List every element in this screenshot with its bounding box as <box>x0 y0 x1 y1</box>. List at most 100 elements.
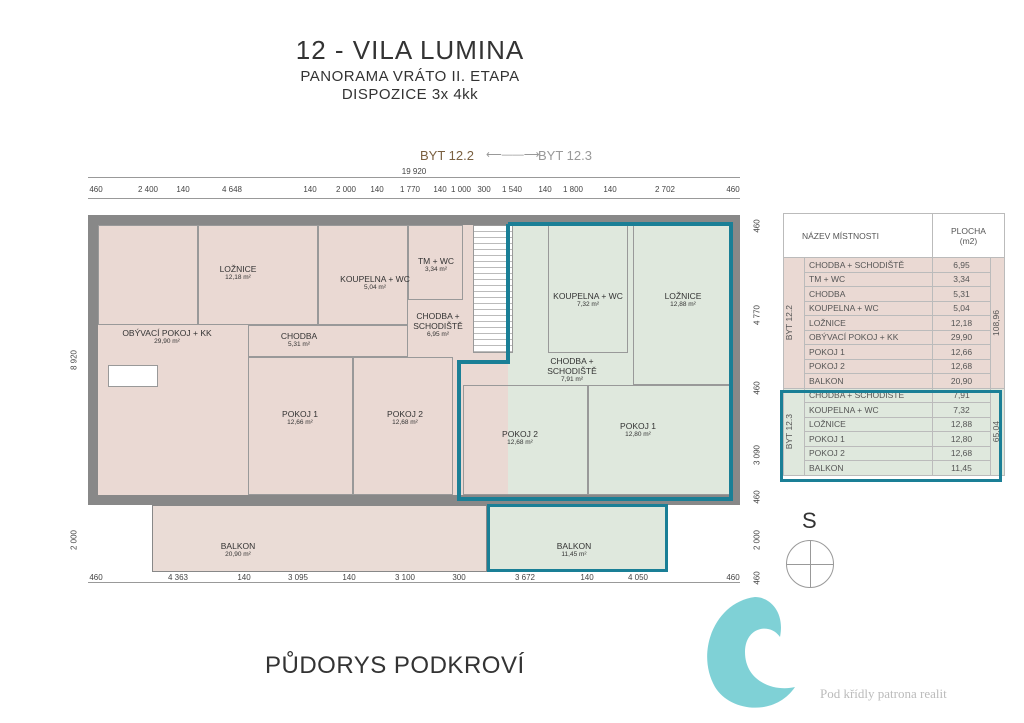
room-area-cell: 12,68 <box>932 445 991 461</box>
room-name-cell: KOUPELNA + WC <box>804 300 933 316</box>
dimension-bottom: 4 363 <box>167 573 189 582</box>
table-header-unit: (m2) <box>959 235 978 246</box>
room-name-cell: POKOJ 1 <box>804 344 933 360</box>
room-area: 12,68 m² <box>392 419 418 427</box>
room-area: 7,32 m² <box>576 301 600 309</box>
room-area: 11,45 m² <box>561 551 587 559</box>
room-area-cell: 5,04 <box>932 300 991 316</box>
layout-label: DISPOZICE 3x 4kk <box>341 86 479 103</box>
room-area: 12,88 m² <box>670 301 696 309</box>
dimension-top: 140 <box>176 185 190 194</box>
dimension-top: 2 702 <box>654 185 676 194</box>
room-area: 12,80 m² <box>625 431 651 439</box>
dimension-bottom: 3 672 <box>514 573 536 582</box>
room-name: POKOJ 1 <box>620 421 656 432</box>
room-name: POKOJ 1 <box>282 409 318 420</box>
room-area-cell: 12,18 <box>932 315 991 331</box>
dimension-bottom: 3 100 <box>394 573 416 582</box>
room-name: CHODBA <box>280 331 318 342</box>
dimension-total: 19 920 <box>401 167 427 176</box>
dimension-bottom: 3 095 <box>287 573 309 582</box>
room-area: 7,91 m² <box>560 376 584 384</box>
room-name-cell: LOŽNICE <box>804 315 933 331</box>
page-subtitle: PANORAMA VRÁTO II. ETAPA <box>300 68 520 85</box>
room-area-cell: 29,90 <box>932 329 991 345</box>
room-area-cell: 3,34 <box>932 271 991 287</box>
table-header-name: NÁZEV MÍSTNOSTI <box>783 213 933 258</box>
dimension-top: 460 <box>726 185 740 194</box>
room-name: POKOJ 2 <box>502 429 538 440</box>
unit-total: 108,96 <box>991 309 1001 336</box>
unit-12-3-table-highlight <box>780 390 1002 482</box>
floor-title: PŮDORYS PODKROVÍ <box>265 652 525 679</box>
dimension-top: 300 <box>477 185 491 194</box>
unit-left-label: BYT 12.2 <box>420 148 474 163</box>
dining-table <box>108 365 158 387</box>
dimension-top: 1 770 <box>399 185 421 194</box>
room-area-cell: 12,68 <box>932 358 991 374</box>
room-area: 20,90 m² <box>225 551 251 559</box>
dimension-top: 140 <box>603 185 617 194</box>
room-area: 5,31 m² <box>287 341 311 349</box>
room-name: KOUPELNA + WC <box>340 274 410 285</box>
dimension-bottom: 460 <box>89 573 103 582</box>
room-name-cell: BALKON <box>804 373 933 389</box>
room-name: OBÝVACÍ POKOJ + KK <box>122 328 212 339</box>
room-name-cell: POKOJ 2 <box>804 358 933 374</box>
unit-right-label: BYT 12.3 <box>538 148 592 163</box>
room-name-cell: BALKON <box>804 460 933 476</box>
room-area-cell: 6,95 <box>932 257 991 273</box>
room-name-cell: POKOJ 2 <box>804 445 933 461</box>
dimension-top: 4 648 <box>221 185 243 194</box>
room-area-cell: 5,31 <box>932 286 991 302</box>
room-area: 12,68 m² <box>507 439 533 447</box>
compass-icon <box>786 540 834 588</box>
dimension-top: 1 800 <box>562 185 584 194</box>
room-name: LOŽNICE <box>664 291 702 302</box>
room-name-cell: KOUPELNA + WC <box>804 402 933 418</box>
room-area-cell: 12,88 <box>932 416 991 432</box>
dimension-top: 460 <box>89 185 103 194</box>
dimension-top: 1 540 <box>501 185 523 194</box>
room-area-cell: 11,45 <box>932 460 991 476</box>
room-area: 12,66 m² <box>287 419 313 427</box>
dimension-bottom: 300 <box>452 573 466 582</box>
dimension-top: 140 <box>433 185 447 194</box>
room-area-cell: 20,90 <box>932 373 991 389</box>
dimension-line-total <box>88 177 740 178</box>
dimension-bottom: 140 <box>342 573 356 582</box>
room-name: TM + WC <box>417 256 455 267</box>
room-name: CHODBA + SCHODIŠTĚ <box>547 355 597 377</box>
dimension-bottom: 4 050 <box>627 573 649 582</box>
dimension-top: 140 <box>370 185 384 194</box>
room-area-cell: 12,80 <box>932 431 991 447</box>
room-name-cell: LOŽNICE <box>804 416 933 432</box>
room-area: 6,95 m² <box>426 331 450 339</box>
room-name-cell: TM + WC <box>804 271 933 287</box>
room-name: BALKON <box>220 541 256 552</box>
room-name: LOŽNICE <box>219 264 257 275</box>
